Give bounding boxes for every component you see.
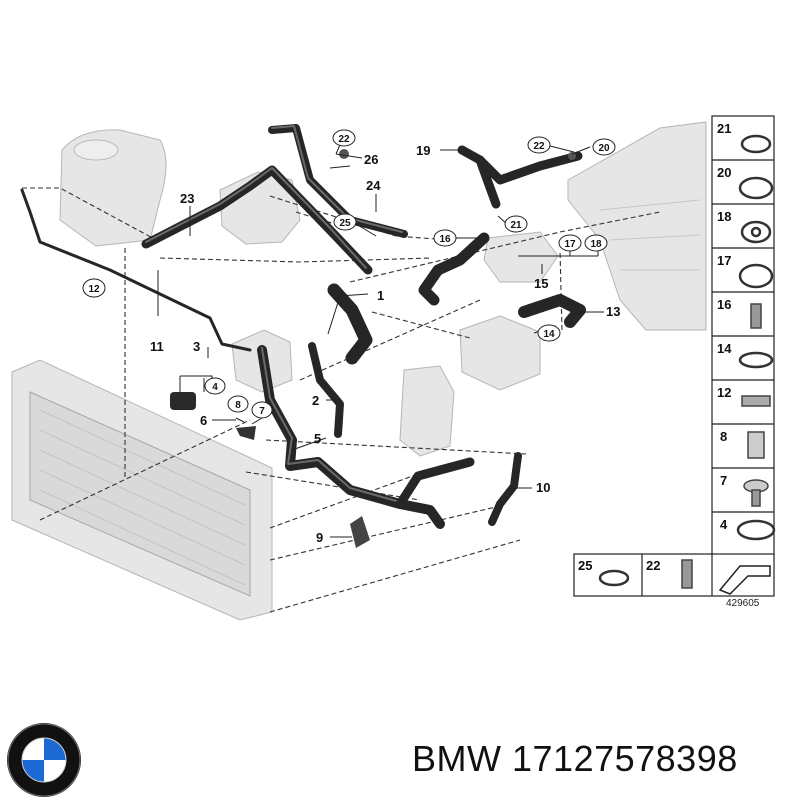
expansion-tank-ghost (59, 129, 167, 247)
product-caption: BMW 17127578398 (412, 738, 738, 780)
legend-20: 20 (717, 165, 731, 180)
part-number: 17127578398 (512, 738, 738, 779)
svg-text:18: 18 (590, 239, 602, 250)
callout-18: 18 (584, 234, 608, 252)
svg-text:12: 12 (88, 284, 100, 295)
svg-text:14: 14 (543, 329, 555, 340)
svg-text:25: 25 (339, 218, 351, 229)
water-pump-ghost (459, 231, 559, 391)
callout-6: 6 (200, 413, 207, 428)
svg-text:8: 8 (235, 400, 241, 411)
callout-17: 17 (558, 234, 582, 252)
legend-4: 4 (720, 517, 728, 532)
callout-19: 19 (416, 143, 430, 158)
callout-20: 20 (592, 138, 616, 156)
callout-16: 16 (433, 229, 457, 247)
callout-22-top: 22 (332, 129, 356, 147)
small-tank-ghost (399, 365, 455, 457)
callout-10: 10 (536, 480, 550, 495)
callout-21: 21 (504, 215, 528, 233)
coolant-hoses (20, 124, 586, 548)
callout-25: 25 (333, 213, 357, 231)
circled-callouts: 4 7 8 12 14 16 17 18 20 21 22 22 25 (82, 129, 616, 419)
callout-13: 13 (606, 304, 620, 319)
callout-7: 7 (251, 401, 273, 419)
callout-26: 26 (364, 152, 378, 167)
svg-text:17: 17 (564, 239, 576, 250)
callout-9: 9 (316, 530, 323, 545)
brand-name: BMW (412, 738, 502, 779)
legend-14: 14 (717, 341, 732, 356)
arrow-symbol (718, 565, 771, 595)
callout-15: 15 (534, 276, 548, 291)
callout-11: 11 (150, 339, 164, 354)
legend-8: 8 (720, 429, 727, 444)
legend-7: 7 (720, 473, 727, 488)
legend-21: 21 (717, 121, 731, 136)
engine-block-ghost (567, 121, 707, 331)
callout-1: 1 (377, 288, 384, 303)
svg-text:16: 16 (439, 234, 451, 245)
legend-17: 17 (717, 253, 731, 268)
callouts: 1 2 3 5 6 9 10 11 13 15 19 23 24 26 (150, 143, 620, 545)
legend-25: 25 (578, 558, 592, 573)
callout-2: 2 (312, 393, 319, 408)
diagram-reference-number: 429605 (726, 598, 760, 609)
parts-legend: 21 20 18 17 16 14 12 8 7 4 (711, 115, 776, 557)
callout-12: 12 (82, 278, 106, 298)
svg-text:22: 22 (338, 134, 350, 145)
callout-22: 22 (527, 136, 551, 154)
legend-12: 12 (717, 385, 731, 400)
callout-5: 5 (314, 431, 321, 446)
callout-4: 4 (204, 377, 226, 395)
legend-16: 16 (717, 297, 731, 312)
svg-text:7: 7 (259, 406, 265, 417)
legend-glyphs (736, 134, 776, 541)
bmw-logo (7, 723, 81, 797)
parts-legend-bottom: 25 22 (573, 553, 775, 597)
callout-14: 14 (537, 324, 561, 342)
legend-18: 18 (717, 209, 731, 224)
callout-8: 8 (227, 395, 249, 413)
svg-text:4: 4 (212, 382, 218, 393)
callout-3: 3 (193, 339, 200, 354)
callout-24: 24 (366, 178, 381, 193)
callout-23: 23 (180, 191, 194, 206)
svg-text:20: 20 (598, 143, 610, 154)
radiator-ghost (11, 359, 273, 621)
svg-text:21: 21 (510, 220, 522, 231)
svg-text:22: 22 (533, 141, 545, 152)
legend-22: 22 (646, 558, 660, 573)
